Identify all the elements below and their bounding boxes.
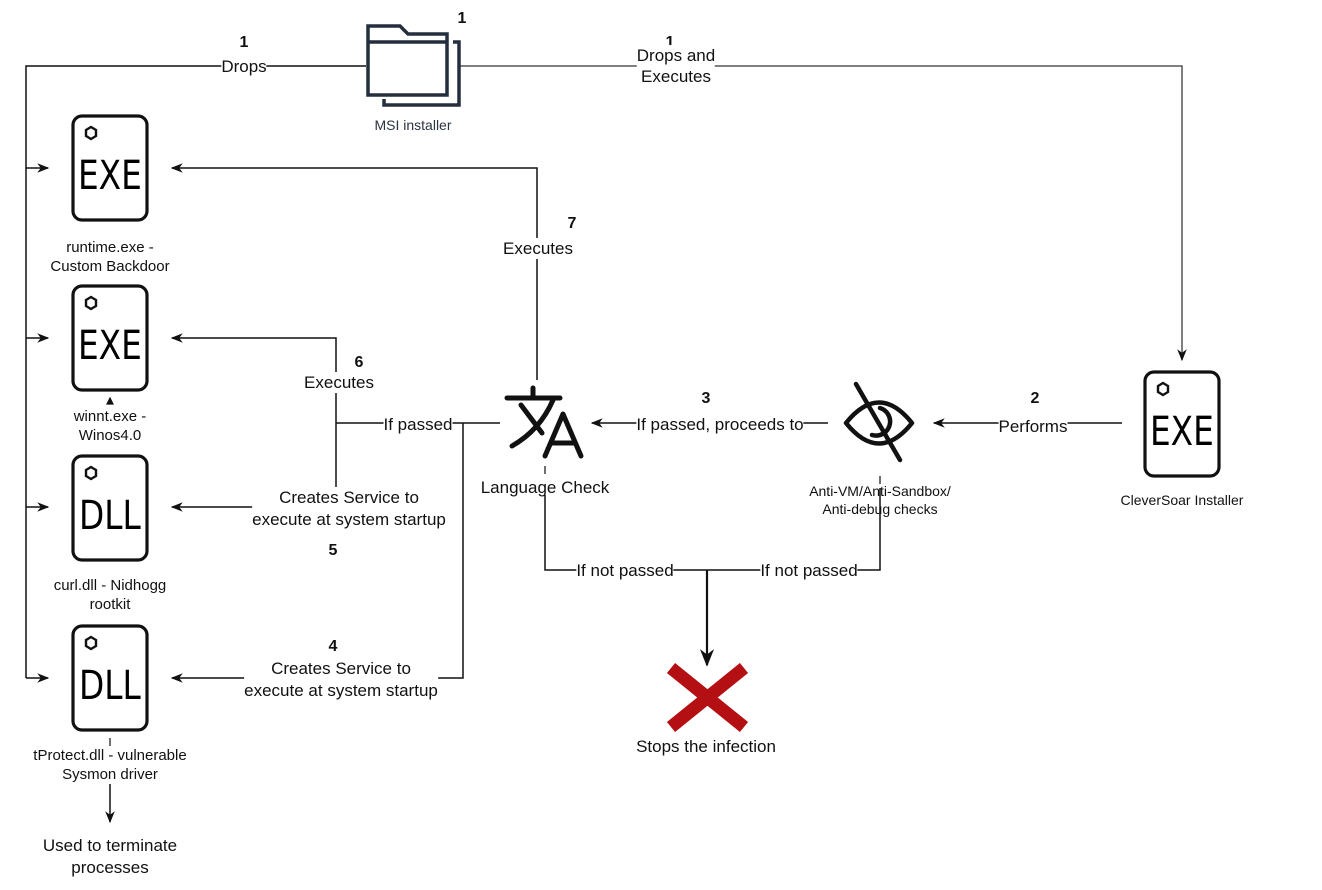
small-triangle-icon — [106, 396, 114, 405]
performs-label: Performs — [998, 416, 1068, 437]
svg-text:DLL: DLL — [79, 492, 141, 539]
language-check-label: Language Check — [480, 478, 610, 497]
edge-executes-runtime — [170, 163, 538, 380]
msi-step-number: 1 — [457, 10, 467, 27]
cleversoar-label: CleverSoar Installer — [1120, 492, 1244, 508]
runtime-exe-label: runtime.exe - Custom Backdoor — [50, 239, 170, 275]
service-curl-label: Creates Service to execute at system sta… — [252, 487, 446, 531]
cleversoar-exe-icon[interactable]: EXE — [1143, 370, 1221, 478]
executes-winnt-step-number: 6 — [354, 354, 364, 371]
drops-label: Drops — [221, 56, 267, 77]
red-x-icon — [666, 662, 749, 733]
performs-step-number: 2 — [1030, 390, 1040, 407]
winnt-exe-icon[interactable]: EXE — [71, 284, 149, 392]
winnt-exe-label: winnt.exe - Winos4.0 — [73, 408, 147, 444]
executes-runtime-step-number: 7 — [567, 215, 577, 232]
edge-service-tprotect — [170, 423, 464, 683]
proceeds-label: If passed, proceeds to — [636, 414, 804, 435]
edge-executes-winnt — [170, 333, 337, 423]
tprotect-dll-icon[interactable]: DLL — [71, 624, 149, 732]
stops-infection-label: Stops the infection — [636, 737, 776, 756]
svg-text:EXE: EXE — [78, 322, 142, 369]
drops-step-number: 1 — [239, 34, 249, 51]
service-tprotect-label: Creates Service to execute at system sta… — [244, 658, 438, 702]
translate-icon[interactable] — [504, 385, 584, 459]
edge-not-passed-lang — [544, 488, 881, 571]
anti-checks-label: Anti-VM/Anti-Sandbox/ Anti-debug checks — [809, 483, 951, 517]
drops-executes-label: Drops and Executes — [636, 45, 716, 87]
tprotect-dll-label: tProtect.dll - vulnerable Sysmon driver — [33, 747, 187, 783]
not-passed-lang-label: If not passed — [576, 560, 674, 581]
not-passed-anti-label: If not passed — [760, 560, 858, 581]
svg-text:EXE: EXE — [78, 152, 142, 199]
svg-text:EXE: EXE — [1150, 408, 1214, 455]
service-curl-step-number: 5 — [328, 542, 338, 559]
curl-dll-icon[interactable]: DLL — [71, 454, 149, 562]
drops-executes-step-number: 1 — [665, 34, 675, 51]
executes-winnt-label: Executes — [304, 372, 374, 393]
executes-runtime-label: Executes — [503, 238, 573, 259]
proceeds-step-number: 3 — [701, 390, 711, 407]
service-tprotect-step-number: 4 — [328, 638, 338, 655]
svg-text:DLL: DLL — [79, 662, 141, 709]
msi-installer-label: MSI installer — [374, 117, 452, 133]
eye-slash-icon[interactable] — [843, 381, 915, 463]
folder-icon[interactable] — [366, 24, 461, 107]
curl-dll-label: curl.dll - Nidhogg rootkit — [53, 577, 167, 613]
if-passed-label: If passed — [383, 414, 453, 435]
terminate-processes-label: Used to terminate processes — [42, 836, 178, 877]
runtime-exe-icon[interactable]: EXE — [71, 114, 149, 222]
